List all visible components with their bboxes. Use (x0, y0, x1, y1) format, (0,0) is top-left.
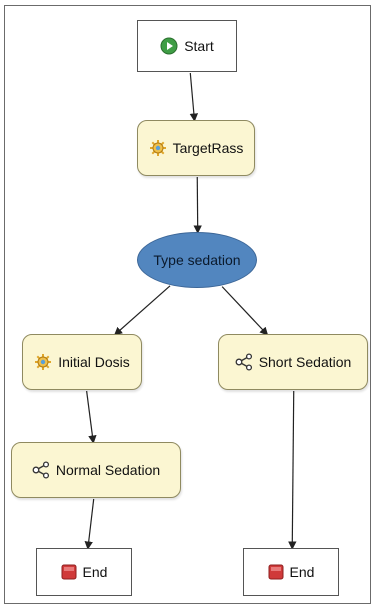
subprocess-normal-sedation[interactable]: Normal Sedation (11, 442, 181, 498)
gear-icon (35, 354, 52, 370)
end-event-right-label: End (289, 564, 315, 580)
task-target-rass-label: TargetRass (172, 140, 244, 156)
task-initial-dosis[interactable]: Initial Dosis (22, 334, 142, 390)
start-event[interactable]: Start (137, 20, 237, 72)
subprocess-short-sedation[interactable]: Short Sedation (218, 334, 368, 390)
diagram-canvas: Start TargetRass Type sedation Initial D… (4, 5, 371, 604)
subprocess-normal-sedation-label: Normal Sedation (55, 462, 161, 478)
end-event-left[interactable]: End (36, 548, 132, 596)
edge-start-to-target (189, 72, 199, 122)
start-event-label: Start (184, 38, 214, 54)
play-icon (160, 37, 178, 55)
task-initial-dosis-label: Initial Dosis (58, 354, 130, 370)
edges-layer (84, 72, 297, 550)
stop-icon (61, 564, 77, 580)
end-event-right[interactable]: End (243, 548, 339, 596)
edge-target-to-gateway (193, 176, 202, 234)
gateway-label: Type sedation (153, 252, 241, 268)
subprocess-short-sedation-label: Short Sedation (258, 354, 352, 370)
end-event-left-label: End (82, 564, 108, 580)
edge-gateway-to-initial (113, 285, 171, 336)
gateway-type-sedation[interactable]: Type sedation (137, 232, 257, 288)
gear-icon (149, 140, 166, 156)
edge-short-to-end2 (288, 390, 297, 550)
share-icon (235, 353, 252, 371)
edge-initial-to-normal (86, 390, 97, 444)
edge-gateway-to-short (221, 286, 269, 336)
share-icon (32, 461, 49, 479)
task-target-rass[interactable]: TargetRass (137, 120, 255, 176)
edge-normal-to-end1 (84, 498, 95, 550)
stop-icon (268, 564, 284, 580)
